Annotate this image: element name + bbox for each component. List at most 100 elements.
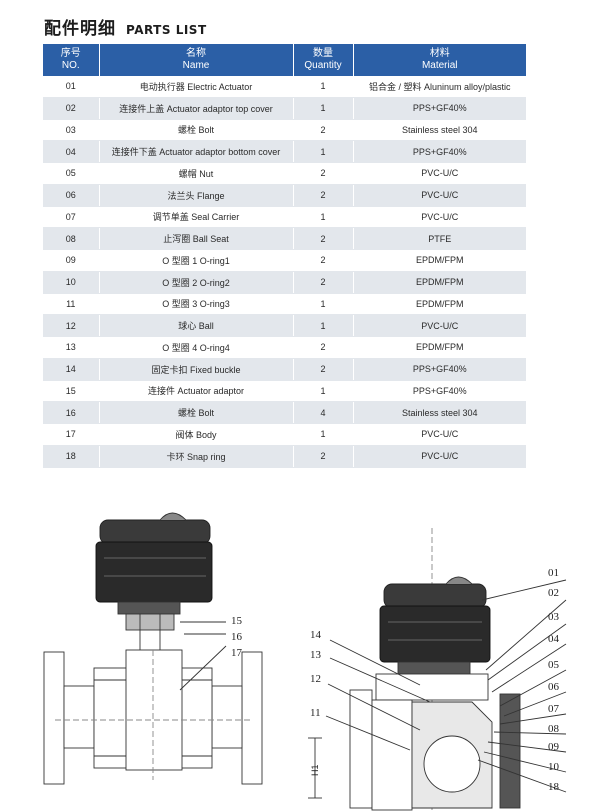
cell-no: 01 xyxy=(43,76,100,98)
cell-no: 06 xyxy=(43,184,100,207)
cell-quantity: 2 xyxy=(293,336,354,359)
cell-name: O 型圈 1 O-ring1 xyxy=(99,249,294,272)
cell-material: PVC-U/C xyxy=(353,184,526,207)
cell-quantity: 2 xyxy=(293,445,354,468)
cell-no: 11 xyxy=(43,293,100,316)
cell-no: 14 xyxy=(43,358,100,381)
cell-quantity: 1 xyxy=(293,206,354,229)
callout-03: 03 xyxy=(548,611,560,623)
cell-quantity: 1 xyxy=(293,314,354,337)
callout-12: 12 xyxy=(310,673,321,685)
section-view-drawing xyxy=(308,528,567,811)
cell-name: O 型圈 3 O-ring3 xyxy=(99,293,294,316)
cell-name: 电动执行器 Electric Actuator xyxy=(99,76,294,98)
callout-10: 10 xyxy=(548,761,560,773)
cell-no: 18 xyxy=(43,445,100,468)
cell-no: 09 xyxy=(43,249,100,272)
cell-quantity: 2 xyxy=(293,184,354,207)
callout-14: 14 xyxy=(310,629,322,641)
cell-material: Stainless steel 304 xyxy=(353,119,526,142)
callout-09: 09 xyxy=(548,741,560,753)
title-chinese: 配件明细 xyxy=(44,19,116,39)
cell-name: 螺栓 Bolt xyxy=(99,401,294,424)
cell-no: 13 xyxy=(43,336,100,359)
cell-material: PVC-U/C xyxy=(353,445,526,468)
cell-no: 10 xyxy=(43,271,100,294)
cell-material: PVC-U/C xyxy=(353,423,526,446)
cell-material: PVC-U/C xyxy=(353,206,526,229)
front-view-drawing xyxy=(43,512,263,785)
cell-name: O 型圈 4 O-ring4 xyxy=(99,336,294,359)
cell-no: 17 xyxy=(43,423,100,446)
cell-material: EPDM/FPM xyxy=(353,271,526,294)
callout-17: 17 xyxy=(231,647,243,659)
cell-no: 08 xyxy=(43,227,100,250)
cell-quantity: 1 xyxy=(293,423,354,446)
cell-name: 螺栓 Bolt xyxy=(99,119,294,142)
cell-material: EPDM/FPM xyxy=(353,249,526,272)
cell-name: 止泻圈 Ball Seat xyxy=(99,227,294,250)
callout-16: 16 xyxy=(231,631,243,643)
cell-material: PTFE xyxy=(353,227,526,250)
callout-04: 04 xyxy=(548,633,560,645)
cell-material: PPS+GF40% xyxy=(353,140,526,163)
callout-02: 02 xyxy=(548,587,559,599)
cell-material: EPDM/FPM xyxy=(353,293,526,316)
cell-quantity: 1 xyxy=(293,76,354,98)
cell-material: Stainless steel 304 xyxy=(353,401,526,424)
title-english: PARTS LIST xyxy=(126,23,207,37)
front-view-callouts: 15 16 17 xyxy=(231,615,243,659)
cell-quantity: 1 xyxy=(293,380,354,403)
cell-name: 调节单盖 Seal Carrier xyxy=(99,206,294,229)
cell-name: 连接件下盖 Actuator adaptor bottom cover xyxy=(99,140,294,163)
cell-material: EPDM/FPM xyxy=(353,336,526,359)
parts-list-title: 配件明细 PARTS LIST xyxy=(44,14,207,39)
cell-name: 螺帽 Nut xyxy=(99,162,294,185)
cell-quantity: 1 xyxy=(293,97,354,120)
cell-no: 12 xyxy=(43,314,100,337)
cell-name: 卡环 Snap ring xyxy=(99,445,294,468)
cell-no: 04 xyxy=(43,140,100,163)
callout-11: 11 xyxy=(310,707,321,719)
cell-no: 15 xyxy=(43,380,100,403)
cell-material: 铝合金 / 塑料 Aluninum alloy/plastic xyxy=(353,76,526,98)
cell-name: 固定卡扣 Fixed buckle xyxy=(99,358,294,381)
callout-18: 18 xyxy=(548,781,560,793)
cell-quantity: 2 xyxy=(293,271,354,294)
cell-material: PVC-U/C xyxy=(353,162,526,185)
cell-name: 球心 Ball xyxy=(99,314,294,337)
cell-quantity: 2 xyxy=(293,358,354,381)
cell-name: 连接件上盖 Actuator adaptor top cover xyxy=(99,97,294,120)
callout-08: 08 xyxy=(548,723,560,735)
cell-material: PVC-U/C xyxy=(353,314,526,337)
cell-quantity: 1 xyxy=(293,140,354,163)
cell-material: PPS+GF40% xyxy=(353,97,526,120)
cell-quantity: 2 xyxy=(293,227,354,250)
cell-no: 05 xyxy=(43,162,100,185)
dimension-h1: H1 xyxy=(310,764,320,776)
cell-quantity: 4 xyxy=(293,401,354,424)
callout-06: 06 xyxy=(548,681,560,693)
cell-name: 阀体 Body xyxy=(99,423,294,446)
callout-01: 01 xyxy=(548,567,559,579)
cell-quantity: 2 xyxy=(293,249,354,272)
cell-no: 07 xyxy=(43,206,100,229)
